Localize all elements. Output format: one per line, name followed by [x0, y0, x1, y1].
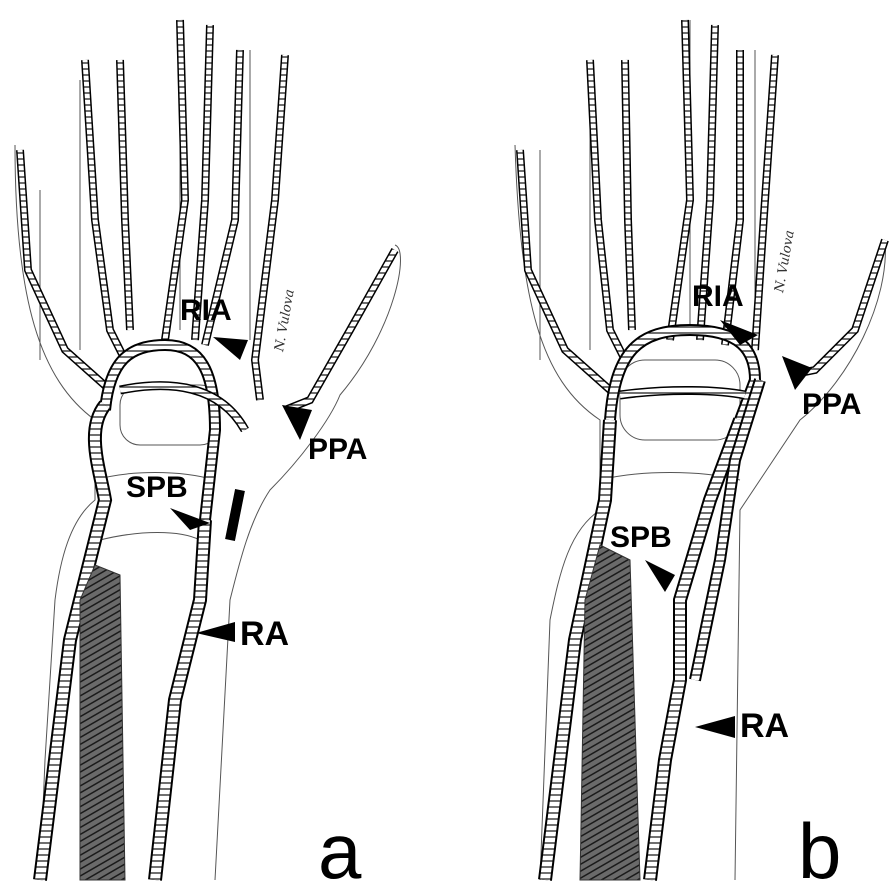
palmar-arch — [610, 330, 755, 420]
ppa-arrowhead — [782, 356, 812, 390]
artist-signature: N. Vulova — [772, 229, 798, 294]
hand-outline — [515, 20, 885, 880]
panel-letter-b: b — [798, 807, 841, 884]
shaded-bone — [80, 565, 125, 880]
radial-artery — [155, 490, 240, 880]
ria-arrowhead — [213, 337, 248, 360]
spb-label: SPB — [126, 471, 188, 504]
shaded-bone — [580, 545, 640, 880]
ria-label: RIA — [692, 280, 744, 313]
panel-a: RIA PPA SPB RA N. Vulova a — [15, 20, 400, 884]
ra-label: RA — [240, 615, 289, 653]
panel-b: RIA PPA SPB RA N. Vulova b — [515, 20, 885, 884]
panel-letter-a: a — [318, 807, 362, 884]
ra-arrowhead — [695, 716, 735, 738]
ra-arrowhead — [196, 622, 235, 642]
ra-label: RA — [740, 707, 789, 745]
artist-signature: N. Vulova — [272, 288, 298, 353]
radial-artery — [650, 380, 760, 880]
ppa-label: PPA — [308, 433, 367, 466]
ria-label: RIA — [180, 294, 232, 327]
spb-label: SPB — [610, 521, 672, 554]
ppa-label: PPA — [802, 388, 861, 421]
spb-arrowhead — [645, 560, 675, 592]
